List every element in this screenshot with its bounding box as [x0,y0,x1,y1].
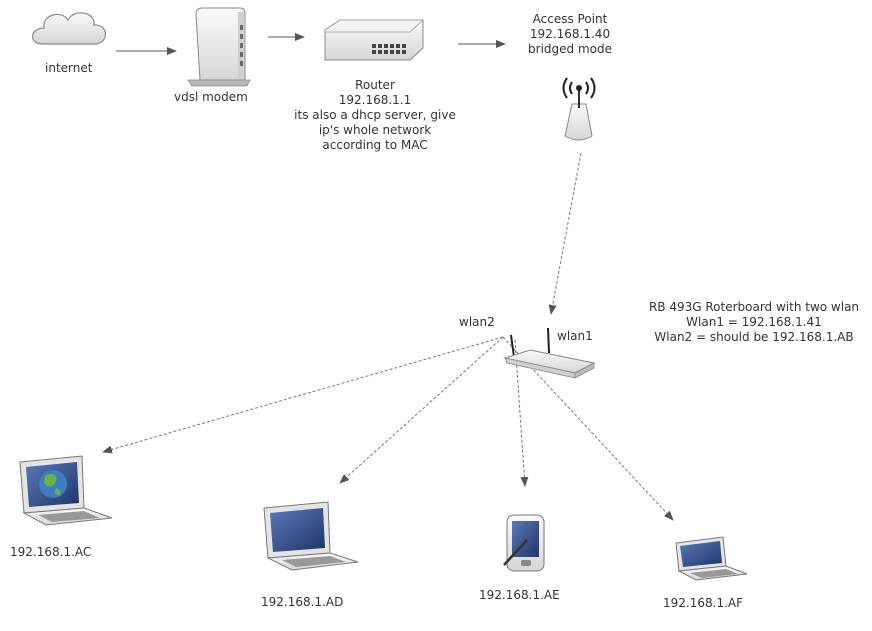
router-note-2: ip's whole network [318,123,432,137]
routerboard-wlan2-ip: Wlan2 = should be 192.168.1.AB [654,330,854,344]
laptop-af-icon [675,536,748,581]
modem-icon [187,7,251,87]
router-icon [324,19,425,61]
link-ap-routerboard [548,152,582,315]
client-ac-ip: 192.168.1.AC [10,545,92,559]
internet-label: internet [45,61,93,75]
access-point-icon [562,77,596,141]
access-point-label: Access Point [532,12,608,26]
router-note-3: according to MAC [322,138,428,152]
routerboard-icon [503,327,596,379]
router-label: Router [355,78,395,92]
routerboard-label-block: RB 493G Roterboard with two wlan Wlan1 =… [636,300,872,345]
client-af-ip: 192.168.1.AF [663,596,743,610]
routerboard-title: RB 493G Roterboard with two wlan [648,300,860,314]
laptop-ad-icon [263,501,359,571]
client-ad-ip: 192.168.1.AD [261,595,344,609]
client-ae-ip: 192.168.1.AE [479,588,560,602]
routerboard-wlan1-ip: Wlan1 = 192.168.1.41 [686,315,822,329]
wlan2-label: wlan2 [459,315,495,329]
modem-label: vdsl modem [174,90,248,104]
link-wlan2-ac [102,336,504,454]
cloud-icon [32,12,107,45]
laptop-ac-icon [19,455,113,526]
access-point-ip: 192.168.1.40 [529,27,611,41]
router-note-1: its also a dhcp server, give [294,108,456,122]
access-point-mode: bridged mode [528,42,612,56]
link-wlan2-ae [514,339,529,487]
wlan1-label: wlan1 [557,329,593,343]
link-wlan2-ad [339,336,504,484]
pda-ae-icon [503,514,545,572]
router-label-block: Router 192.168.1.1 its also a dhcp serve… [275,78,475,153]
access-point-label-block: Access Point 192.168.1.40 bridged mode [510,12,630,57]
router-ip: 192.168.1.1 [338,93,412,107]
